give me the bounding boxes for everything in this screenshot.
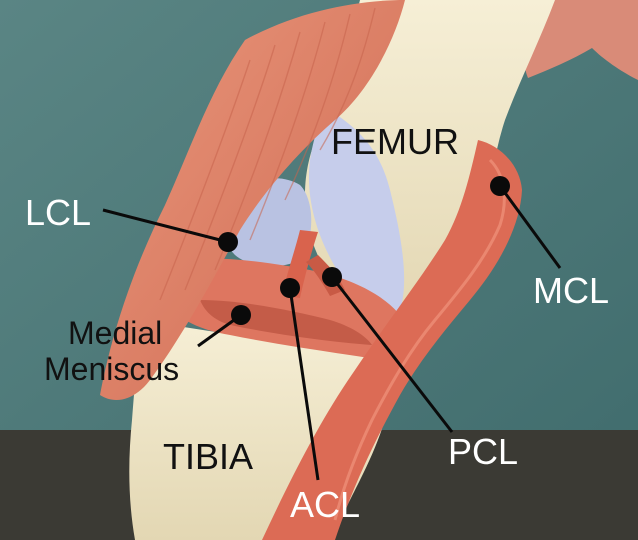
meniscus-pointer-dot xyxy=(231,305,251,325)
mcl-pointer-dot xyxy=(490,176,510,196)
lcl-pointer-dot xyxy=(218,232,238,252)
acl-pointer-dot xyxy=(280,278,300,298)
pointer-dots xyxy=(218,176,510,325)
pcl-pointer-dot xyxy=(322,267,342,287)
hand xyxy=(524,0,638,80)
mcl-highlight xyxy=(333,158,506,521)
label-femur: FEMUR xyxy=(331,121,459,162)
mcl-pointer-line xyxy=(498,185,562,269)
acl-pointer-line xyxy=(288,287,320,481)
muscle-striations xyxy=(159,7,376,301)
label-pcl: PCL xyxy=(448,431,519,472)
label-lcl: LCL xyxy=(25,192,92,233)
mcl-band xyxy=(262,140,522,540)
pcl-pointer-line xyxy=(330,276,454,433)
lateral-muscle xyxy=(100,0,405,400)
label-acl: ACL xyxy=(290,484,361,525)
label-mcl: MCL xyxy=(533,270,610,311)
label-medial: Medial xyxy=(68,315,163,351)
label-tibia: TIBIA xyxy=(163,436,254,477)
femur-cartilage xyxy=(308,110,405,311)
label-meniscus: Meniscus xyxy=(44,351,180,387)
lcl-pointer-line xyxy=(102,208,229,244)
